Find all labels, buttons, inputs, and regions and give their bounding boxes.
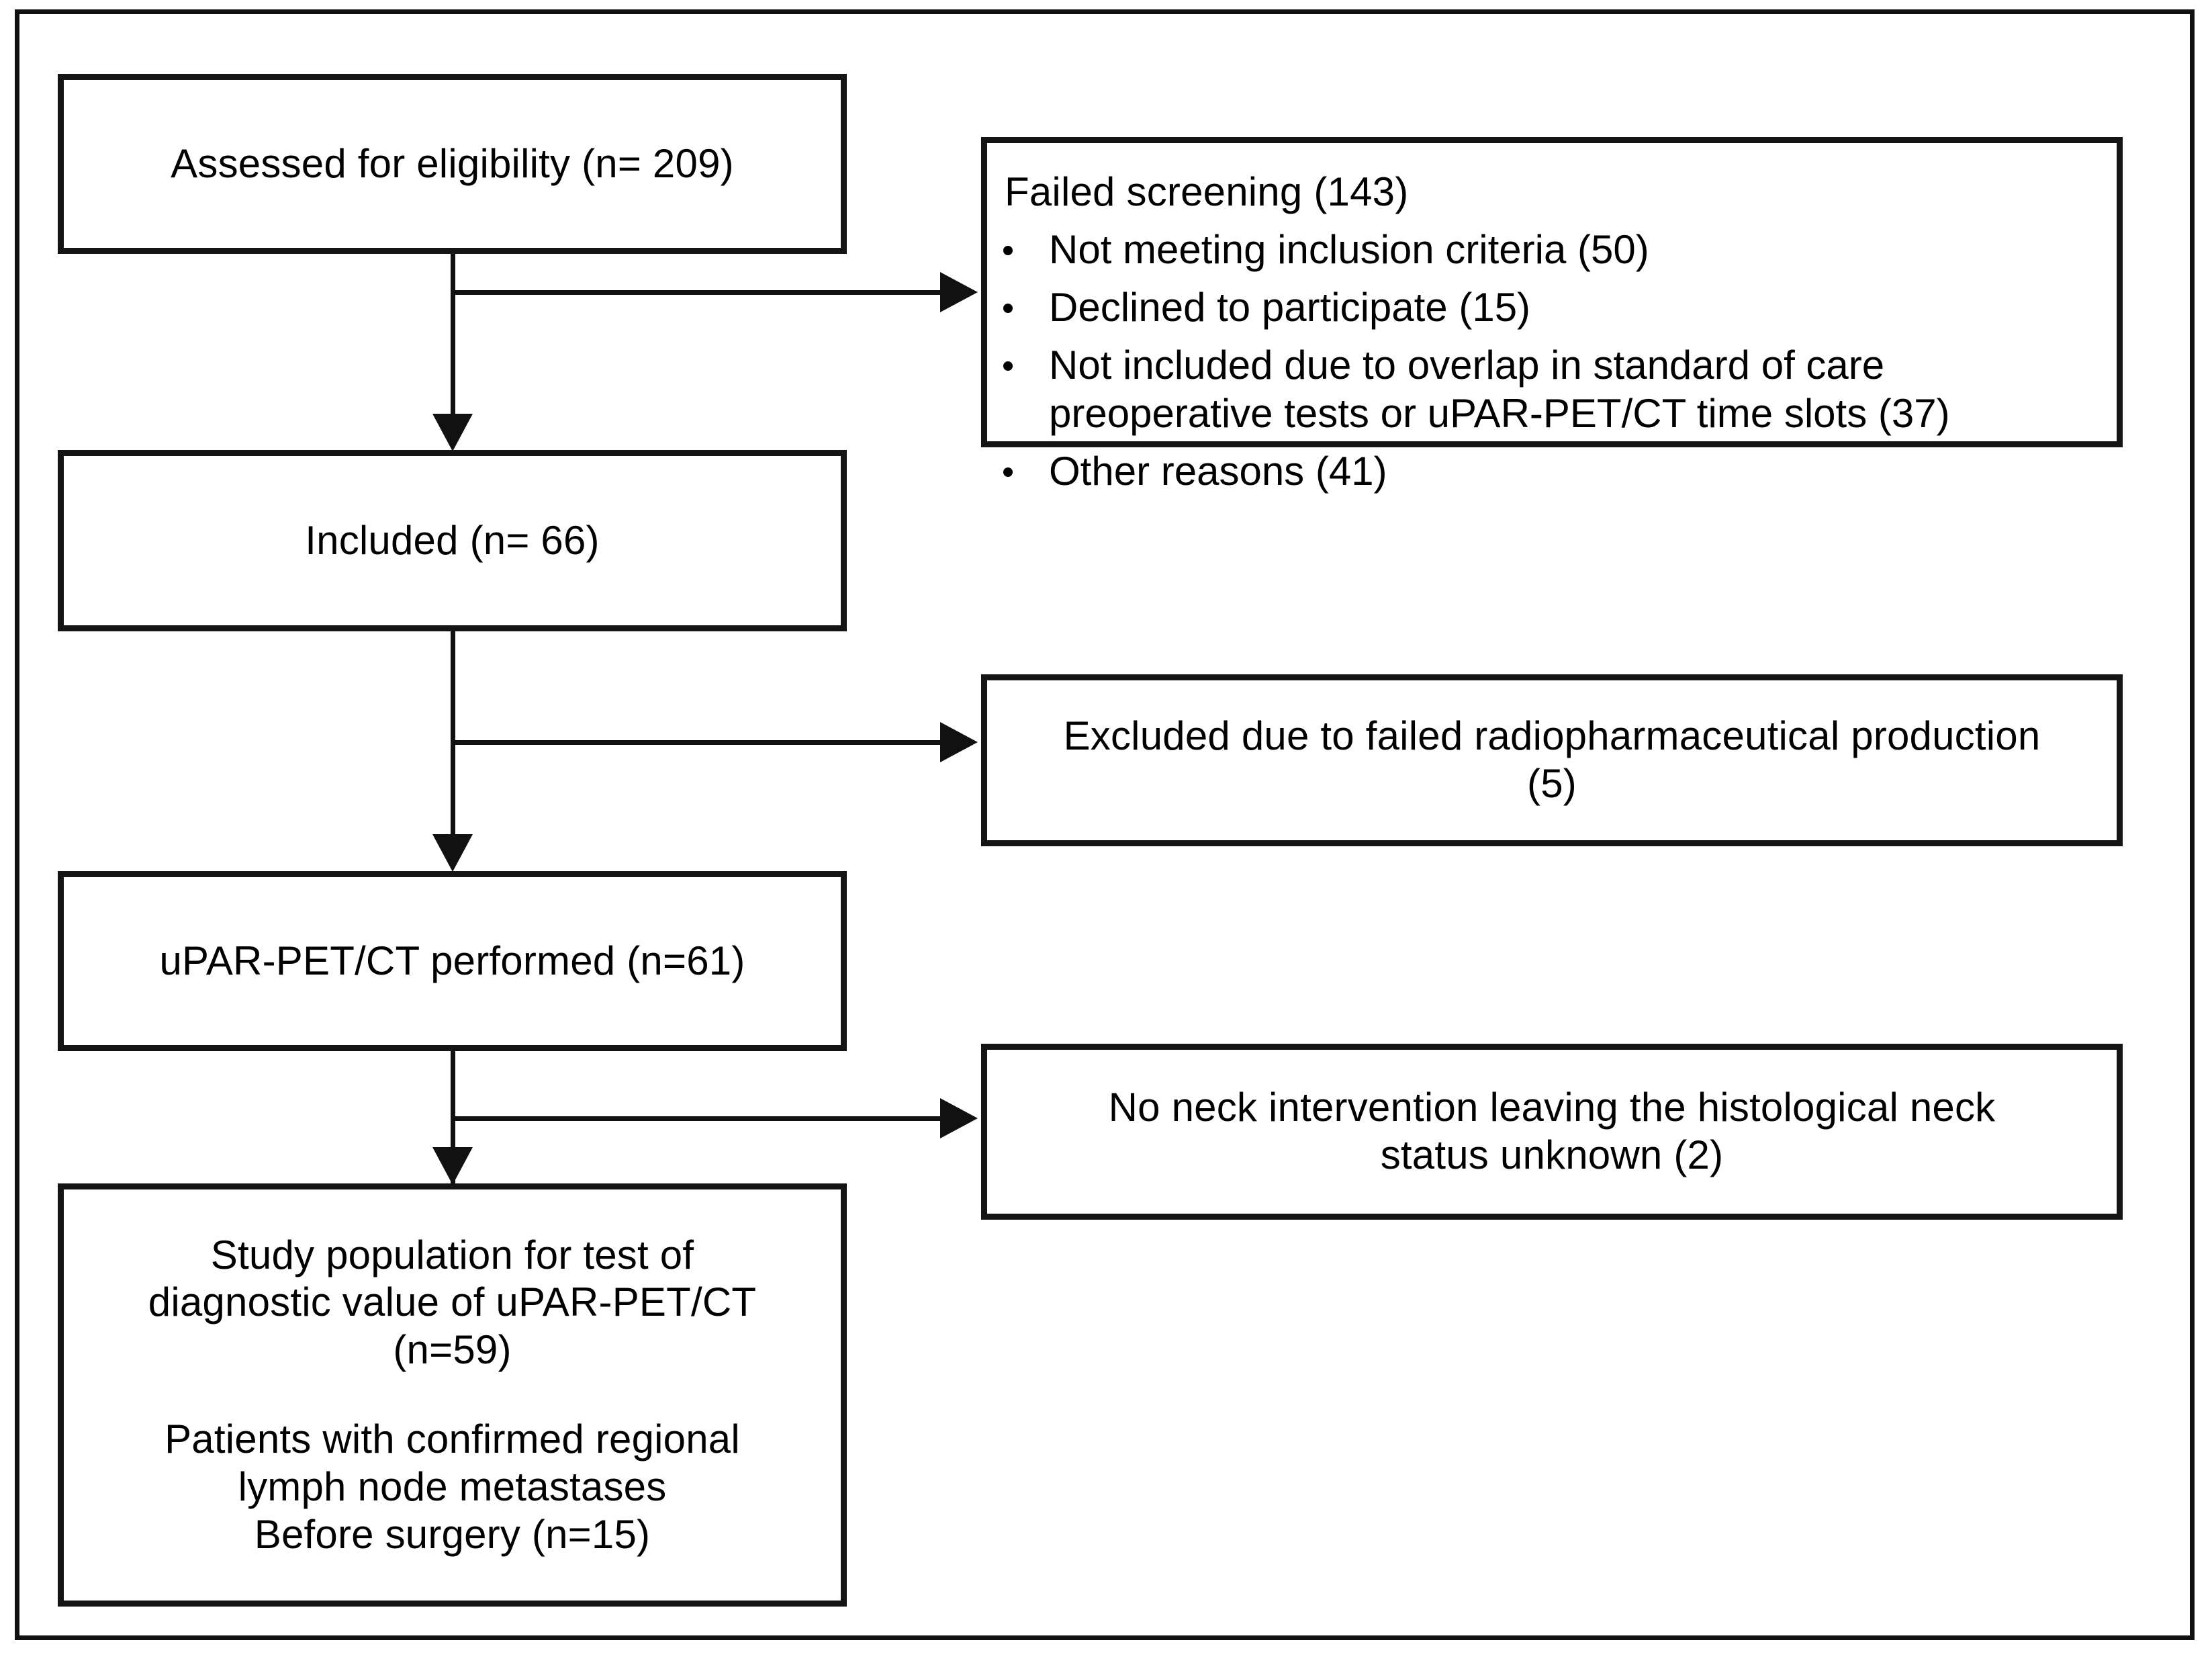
arrowhead-into-excluded-production	[940, 722, 978, 762]
connector-included-to-upar	[451, 631, 455, 846]
failed-screening-reason-list: Not meeting inclusion criteria (50) Decl…	[987, 216, 2117, 496]
connector-branch-excluded-production	[451, 740, 943, 745]
excluded-production-line-2: (5)	[1527, 761, 1577, 806]
bullet-dot-icon	[1003, 303, 1013, 313]
failed-screening-reason-2: Not included due to overlap in standard …	[1049, 342, 1950, 436]
study-population-line-3: (n=59)	[393, 1327, 512, 1373]
arrowhead-into-failed-screening	[940, 272, 978, 312]
node-excluded-failed-production: Excluded due to failed radiopharmaceutic…	[981, 674, 2123, 846]
study-population-line-5: lymph node metastases	[238, 1464, 667, 1509]
list-item: Other reasons (41)	[987, 447, 2117, 496]
node-assessed-label: Assessed for eligibility (n= 209)	[171, 140, 734, 186]
connector-assessed-to-included	[451, 254, 455, 429]
failed-screening-reason-1: Declined to participate (15)	[1049, 284, 1531, 330]
no-neck-intervention-line-1: No neck intervention leaving the histolo…	[1108, 1085, 1996, 1130]
failed-screening-reason-3: Other reasons (41)	[1049, 448, 1387, 494]
node-upar-pet-ct-performed: uPAR-PET/CT performed (n=61)	[58, 871, 847, 1051]
excluded-production-line-1: Excluded due to failed radiopharmaceutic…	[1063, 713, 2041, 759]
study-population-line-4: Patients with confirmed regional	[165, 1416, 740, 1461]
arrowhead-into-no-neck-intervention	[940, 1098, 978, 1138]
node-no-neck-intervention: No neck intervention leaving the histolo…	[981, 1044, 2123, 1220]
bullet-dot-icon	[1003, 467, 1013, 477]
bullet-dot-icon	[1003, 245, 1013, 255]
arrowhead-into-included	[432, 414, 473, 451]
arrowhead-into-upar-performed	[432, 834, 473, 872]
node-upar-performed-label: uPAR-PET/CT performed (n=61)	[159, 938, 745, 983]
node-failed-screening: Failed screening (143) Not meeting inclu…	[981, 137, 2123, 494]
failed-screening-title: Failed screening (143)	[1005, 169, 1409, 214]
bullet-dot-icon	[1003, 361, 1013, 371]
list-item: Declined to participate (15)	[987, 283, 2117, 332]
connector-branch-failed-screening	[451, 290, 943, 295]
node-study-population: Study population for test of diagnostic …	[58, 1183, 847, 1607]
node-included-label: Included (n= 66)	[305, 517, 600, 563]
list-item: Not meeting inclusion criteria (50)	[987, 226, 2117, 274]
study-population-line-2: diagnostic value of uPAR-PET/CT	[148, 1279, 757, 1325]
failed-screening-reason-0: Not meeting inclusion criteria (50)	[1049, 226, 1649, 272]
list-item: Not included due to overlap in standard …	[987, 341, 2117, 438]
no-neck-intervention-line-2: status unknown (2)	[1380, 1132, 1724, 1177]
study-population-line-6: Before surgery (n=15)	[254, 1511, 651, 1557]
node-included: Included (n= 66)	[58, 450, 847, 631]
study-population-spacer	[64, 1374, 841, 1416]
arrowhead-into-study-population	[432, 1147, 473, 1185]
connector-upar-to-study-population	[451, 1051, 455, 1200]
connector-branch-no-neck-intervention	[451, 1116, 943, 1121]
study-population-line-1: Study population for test of	[210, 1232, 694, 1277]
node-assessed-for-eligibility: Assessed for eligibility (n= 209)	[58, 74, 847, 254]
